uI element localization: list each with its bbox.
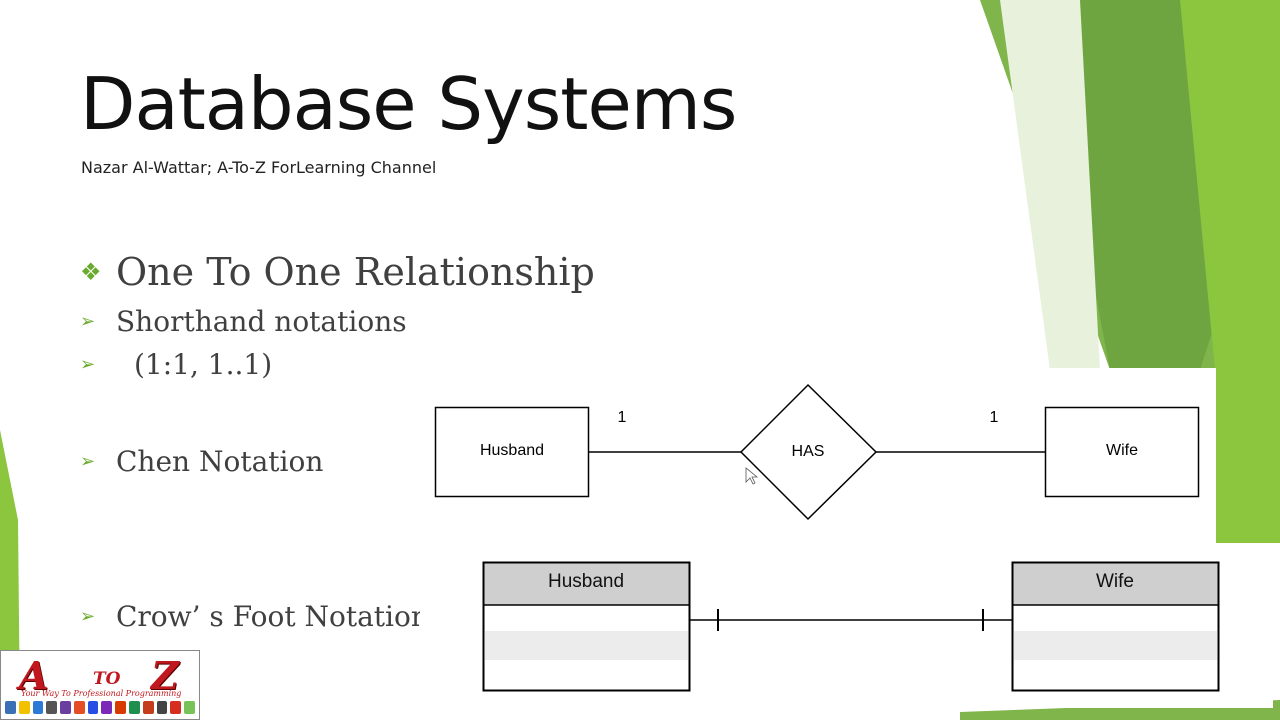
- office-icon: [142, 701, 154, 714]
- c-icon: [46, 701, 58, 714]
- bullet-text: Shorthand notations: [116, 305, 407, 338]
- page-title: Database Systems: [80, 62, 737, 146]
- bullet-text: (1:1, 1..1): [134, 348, 273, 381]
- logo-tagline: Your Way To Professional Programming: [21, 689, 182, 698]
- windows-icon: [32, 701, 44, 714]
- android-icon: [184, 701, 195, 714]
- page-subtitle: Nazar Al-Wattar; A-To-Z ForLearning Chan…: [81, 158, 437, 177]
- csharp-icon: [60, 701, 71, 714]
- bullet-item: ➢ Shorthand notations: [80, 305, 407, 338]
- bullet-text: Crow’ s Foot Notation: [116, 600, 429, 633]
- ubuntu-icon: [170, 701, 182, 714]
- excel-icon: [129, 701, 140, 714]
- logo-letter-z: Z: [151, 653, 179, 698]
- arrow-bullet-icon: ➢: [80, 606, 96, 627]
- chen-diagram-panel: [420, 368, 1216, 543]
- main-bullet: ❖ One To One Relationship: [80, 250, 595, 294]
- bullet-text: Chen Notation: [116, 445, 324, 478]
- main-bullet-text: One To One Relationship: [116, 250, 595, 294]
- bullet-item: ➢ (1:1, 1..1): [80, 348, 272, 381]
- arrow-bullet-icon: ➢: [80, 311, 96, 332]
- linux-icon: [156, 701, 168, 714]
- bullet-item: ➢ Crow’ s Foot Notation: [80, 600, 429, 633]
- arrow-bullet-icon: ➢: [80, 451, 96, 472]
- python-icon: [18, 701, 30, 714]
- crows-foot-diagram-panel: [420, 543, 1273, 708]
- php-icon: [101, 701, 113, 714]
- html-icon: [73, 701, 85, 714]
- diamond-bullet-icon: ❖: [80, 258, 102, 286]
- java-icon: [115, 701, 127, 714]
- logo-to: TO: [93, 669, 121, 689]
- channel-logo: A TO Z Your Way To Professional Programm…: [0, 650, 200, 720]
- arrow-bullet-icon: ➢: [80, 354, 96, 375]
- bullet-item: ➢ Chen Notation: [80, 445, 323, 478]
- database-icon: [5, 701, 16, 714]
- css-icon: [87, 701, 99, 714]
- logo-letter-a: A: [19, 653, 49, 698]
- logo-tech-icons: [5, 701, 195, 715]
